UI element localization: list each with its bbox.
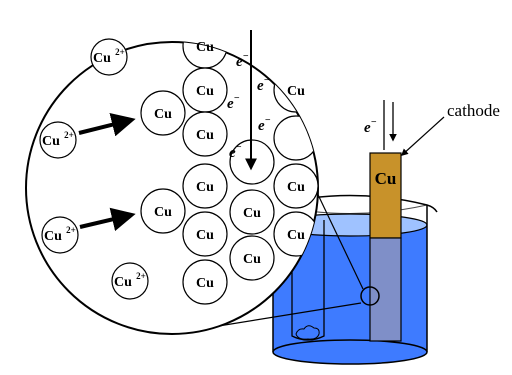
electron-label: e−	[257, 75, 270, 94]
zoom-spot	[360, 286, 380, 306]
electron-label: e−	[236, 51, 249, 70]
cu-atom: Cu	[154, 107, 172, 122]
rod-in-solution	[369, 237, 402, 342]
cu-atom: Cu	[196, 276, 214, 291]
svg-text:Cu: Cu	[114, 275, 132, 290]
electron-labels: e− e− e− e− e−	[227, 51, 271, 161]
cu-atom-labels: Cu Cu Cu Cu Cu Cu Cu Cu Cu Cu Cu Cu Cu	[154, 40, 305, 291]
svg-text:2+: 2+	[66, 225, 76, 235]
cathode-callout: cathode	[400, 101, 500, 156]
cu-ions: Cu 2+ Cu 2+ Cu 2+ Cu 2+	[39, 38, 149, 300]
cu-atom: Cu	[196, 180, 214, 195]
magnified-view: Cu Cu Cu Cu Cu Cu Cu Cu Cu Cu Cu Cu Cu C…	[25, 30, 319, 335]
cu-ion: Cu 2+	[39, 121, 77, 159]
cu-atom: Cu	[243, 252, 261, 267]
beaker-bottom	[272, 339, 428, 365]
cu-atom: Cu	[154, 205, 172, 220]
cu-ion: Cu 2+	[41, 216, 79, 254]
electron-label: e−	[227, 93, 240, 112]
svg-text:2+: 2+	[64, 130, 74, 140]
cu-atom: Cu	[196, 84, 214, 99]
cathode-electron-label: e−	[364, 117, 377, 136]
rod-label: Cu	[375, 169, 397, 188]
cathode-electron-flow: e−	[364, 100, 397, 150]
cathode-rod: Cu	[369, 152, 402, 342]
electron-label: e−	[229, 142, 242, 161]
cu-ion: Cu 2+	[111, 262, 149, 300]
cu-atom: Cu	[196, 228, 214, 243]
cu-atom: Cu	[196, 40, 214, 55]
cu-atom: Cu	[287, 180, 305, 195]
cu-atom: Cu	[287, 228, 305, 243]
anode-deposit	[295, 325, 320, 340]
svg-text:2+: 2+	[115, 47, 125, 57]
cu-atom: Cu	[196, 128, 214, 143]
cathode-label: cathode	[447, 101, 500, 120]
electron-label: e−	[258, 115, 271, 134]
svg-text:Cu: Cu	[44, 229, 62, 244]
ion-arrows	[78, 113, 136, 232]
svg-text:Cu: Cu	[42, 134, 60, 149]
anode-tube	[291, 220, 325, 341]
svg-text:2+: 2+	[136, 271, 146, 281]
svg-text:Cu: Cu	[93, 51, 111, 66]
cu-atom: Cu	[287, 84, 305, 99]
cu-ion: Cu 2+	[90, 38, 128, 76]
cu-atom: Cu	[243, 206, 261, 221]
